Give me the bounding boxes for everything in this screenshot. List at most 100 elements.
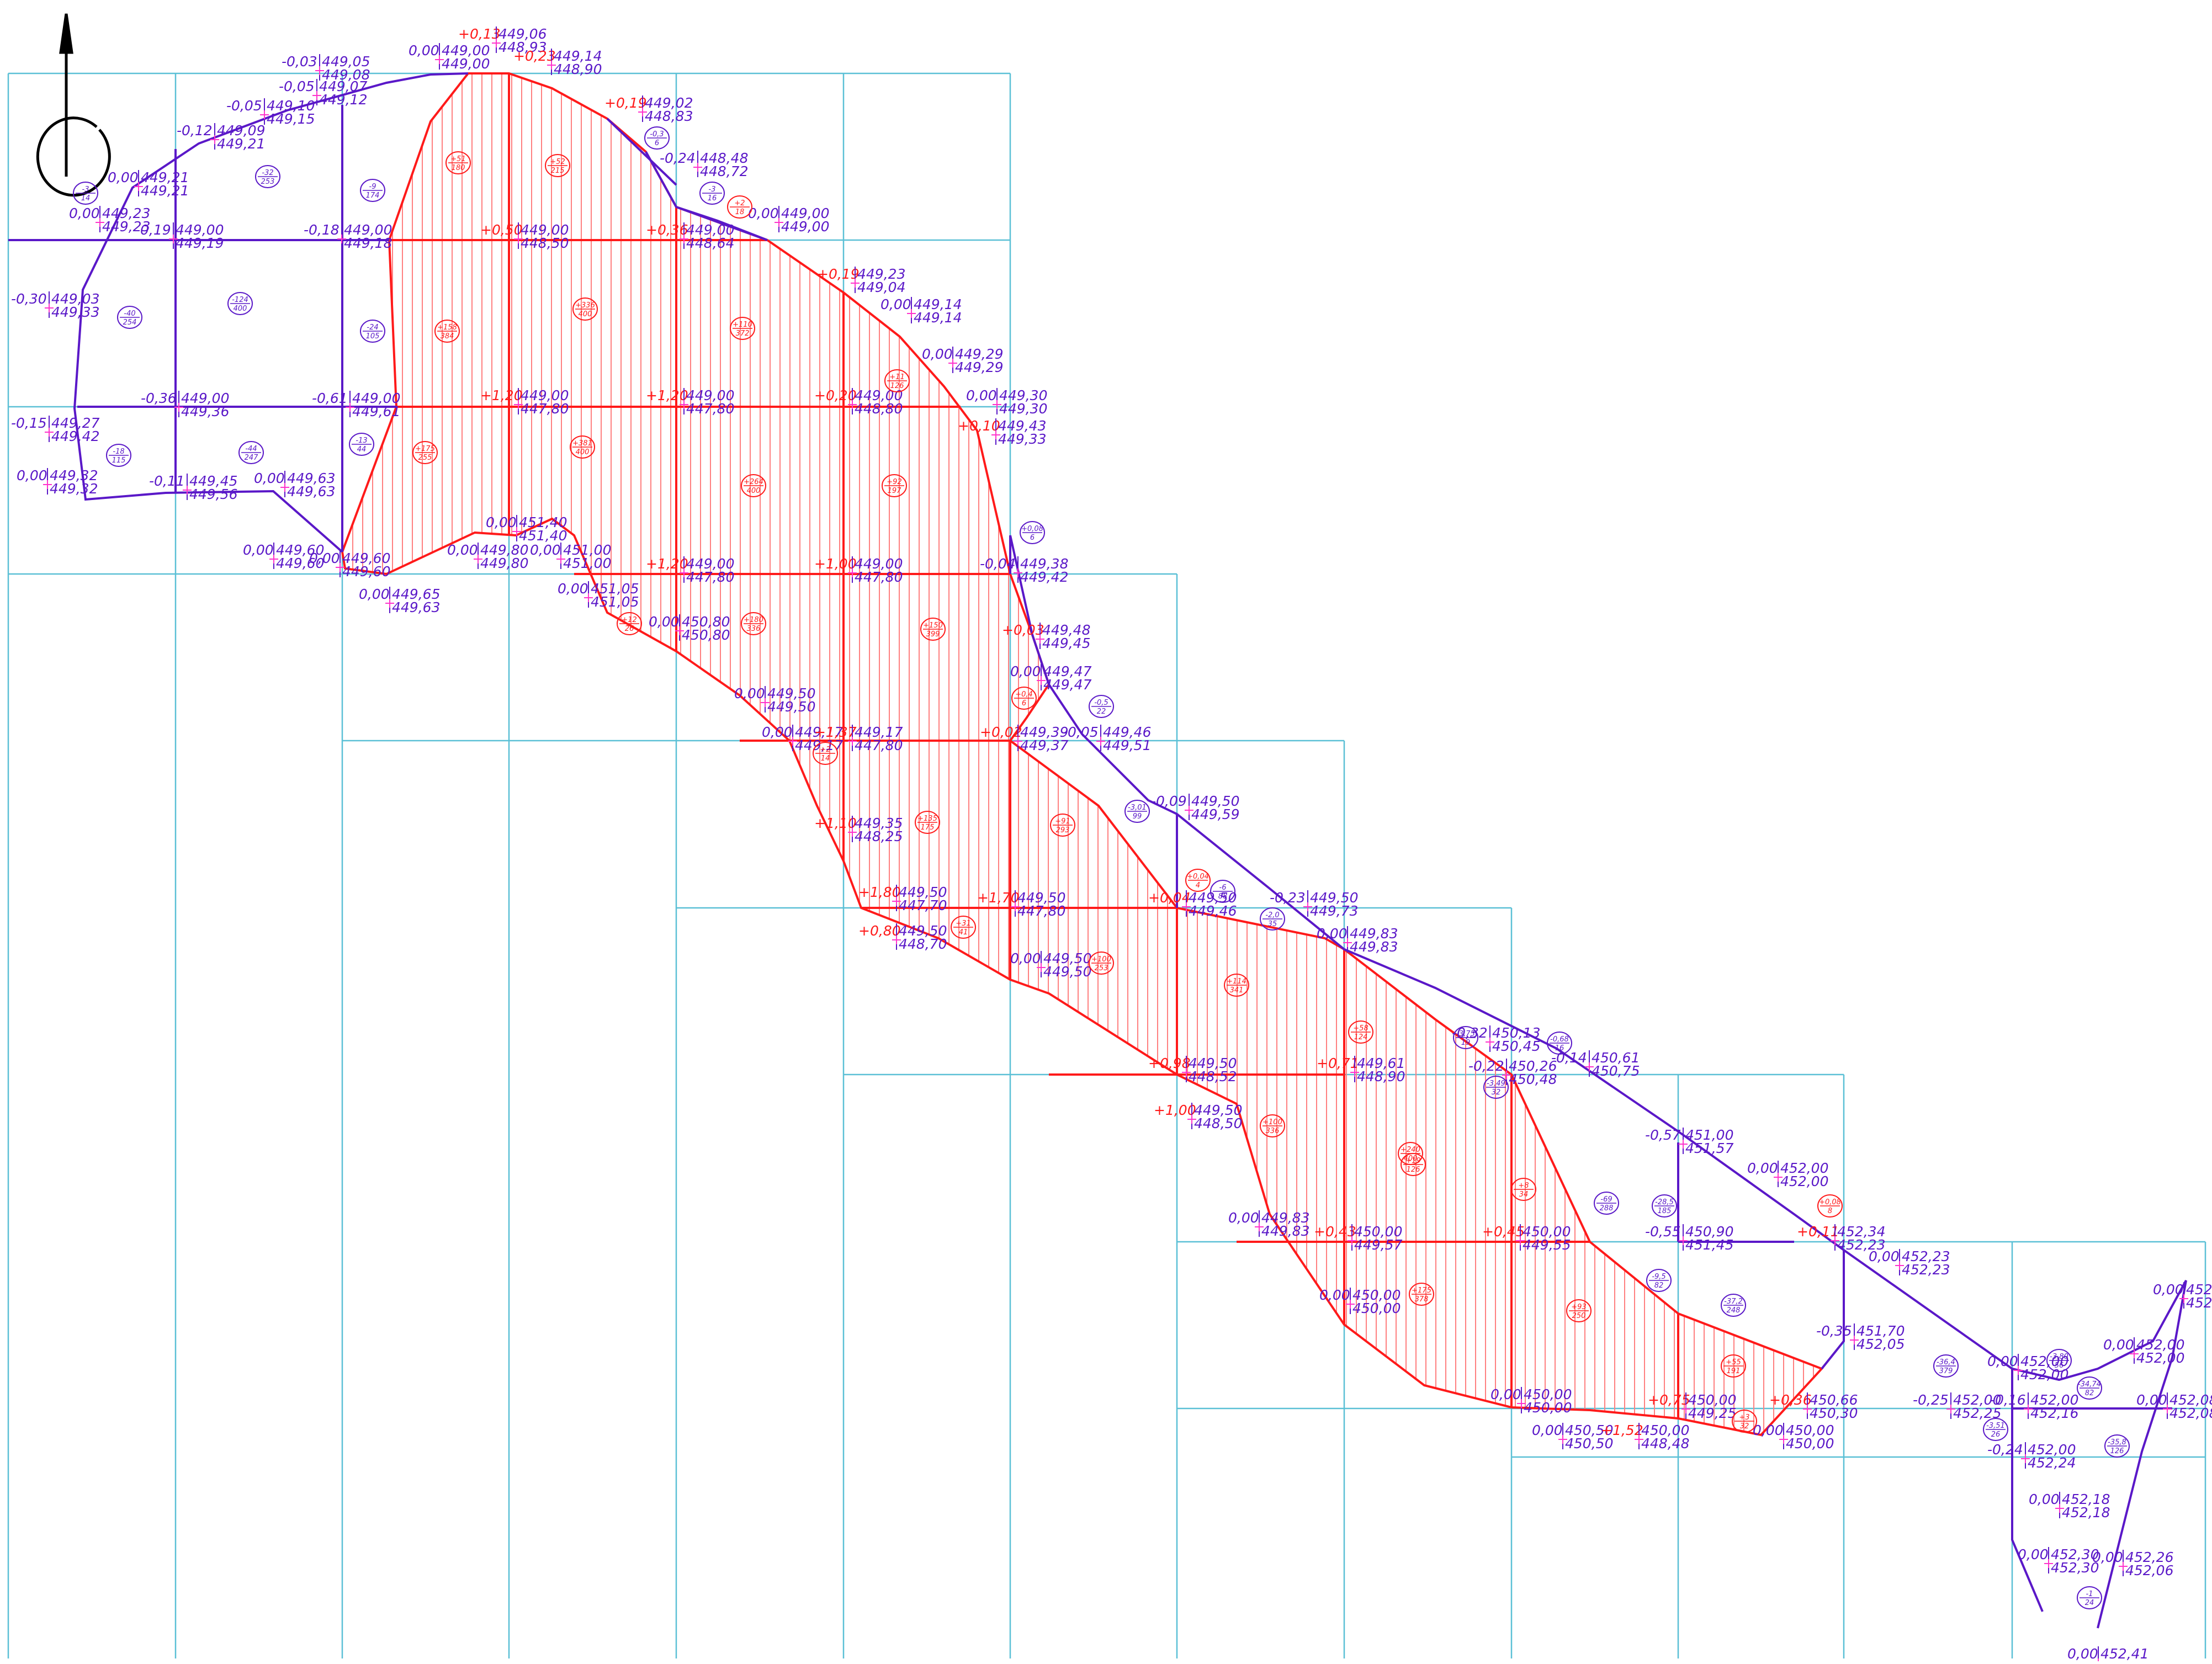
area-value: 197 (888, 487, 902, 495)
area-value: 248 (1727, 1306, 1741, 1315)
area-value: 400 (576, 448, 590, 456)
survey-point-icon (2024, 1405, 2033, 1413)
volume-circle-icon (1185, 869, 1211, 892)
volume-value: -6 (1219, 884, 1227, 892)
work-mark: 0,00 (2092, 1549, 2123, 1565)
volume-circle-icon (570, 435, 595, 459)
volume-marker: +0,086 (1020, 521, 1045, 544)
work-mark: +1,70 (977, 890, 1020, 906)
survey-point-icon (1774, 1173, 1783, 1182)
survey-point-icon (2021, 1454, 2030, 1463)
existing-elevation: 449,14 (914, 310, 962, 326)
work-mark: 0,00 (1987, 1353, 2018, 1369)
design-elevation: 449,50 (1194, 1102, 1242, 1118)
existing-elevation: 450,80 (682, 627, 730, 643)
existing-elevation: 452,18 (2062, 1504, 2110, 1521)
work-mark: +0,50 (480, 222, 523, 238)
design-elevation: 449,00 (176, 222, 224, 238)
survey-point-icon (1517, 1399, 1526, 1408)
volume-marker: -314 (73, 182, 98, 205)
survey-point-icon (210, 135, 219, 144)
volume-value: -9,5 (1652, 1273, 1665, 1281)
north-arrow-icon (36, 13, 111, 197)
work-mark: 0,00 (1490, 1386, 1521, 1402)
design-elevation: 449,32 (50, 467, 98, 483)
volume-value: +336 (575, 301, 595, 310)
survey-point-icon (512, 527, 521, 536)
area-value: 99 (1133, 812, 1142, 821)
area-value: 14 (821, 754, 830, 763)
design-elevation: 452,00 (1780, 1160, 1828, 1176)
volume-value: -0,68 (1550, 1035, 1569, 1044)
survey-point-icon (1303, 902, 1312, 911)
survey-point-icon (1679, 1236, 1688, 1245)
design-elevation: 452,08 (2169, 1392, 2212, 1408)
volume-circle-icon (699, 182, 725, 205)
work-mark: 0,00 (734, 685, 765, 701)
volume-value: +11 (889, 373, 904, 381)
area-value: 250 (1572, 1312, 1586, 1320)
volume-value: +110 (733, 321, 752, 329)
existing-elevation: 448,83 (645, 108, 693, 124)
volume-value: +240 (1401, 1146, 1420, 1154)
work-mark: 0,00 (2067, 1646, 2098, 1661)
volume-value: +55 (1726, 1358, 1741, 1367)
work-mark: 0,00 (558, 581, 588, 597)
work-mark: +0,19 (604, 95, 647, 111)
survey-point-icon (312, 91, 321, 100)
volume-circle-icon (1483, 1076, 1509, 1099)
survey-point-icon (346, 403, 354, 412)
design-elevation: 452,34 (1837, 1224, 1885, 1240)
volume-circle-icon (106, 444, 131, 467)
existing-elevation: 449,00 (442, 56, 490, 72)
volume-value: -3,75 (1456, 1030, 1475, 1038)
existing-elevation: 449,04 (857, 279, 905, 295)
work-mark: 0,00 (880, 296, 911, 312)
existing-elevation: 448,80 (855, 401, 903, 417)
design-elevation: 452,00 (2136, 1337, 2184, 1353)
existing-elevation: 449,15 (267, 111, 315, 127)
volume-marker: +0,46 (1011, 687, 1037, 710)
survey-point-icon (1831, 1236, 1839, 1245)
existing-elevation: 449,08 (322, 67, 370, 83)
survey-point-icon (43, 480, 52, 489)
volume-value: +2 (820, 746, 830, 754)
volume-circle-icon (1547, 1032, 1572, 1055)
work-mark: -0,04 (980, 556, 1016, 572)
volume-circle-icon (730, 317, 755, 340)
existing-elevation: 450,00 (1524, 1400, 1572, 1416)
volume-value: -28,5 (1655, 1198, 1674, 1206)
volume-circle-icon (741, 612, 766, 635)
survey-point-icon (45, 428, 54, 437)
design-elevation: 451,70 (1856, 1323, 1905, 1339)
area-value: 44 (357, 445, 367, 454)
existing-elevation: 449,18 (344, 235, 392, 251)
survey-point-icon (1681, 1405, 1690, 1413)
